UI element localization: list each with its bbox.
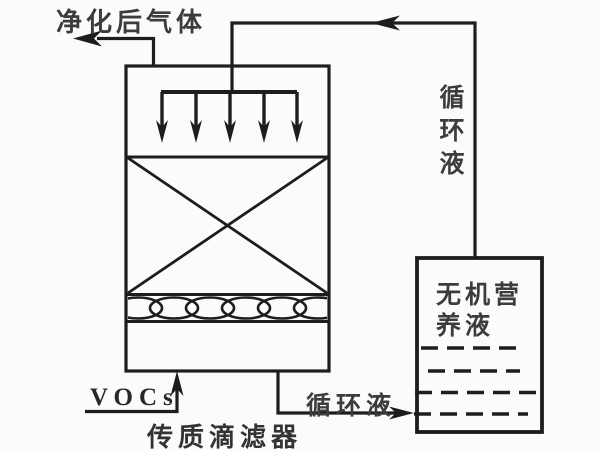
flow-arrow-right-icon xyxy=(389,406,414,420)
packing-x-braces xyxy=(127,156,328,295)
purified-gas-outlet-pipe xyxy=(97,36,156,66)
flow-arrow-left-icon xyxy=(371,15,400,31)
nutrient-tank xyxy=(415,256,544,434)
nutrient-solution-label: 无机营养液 xyxy=(436,281,524,340)
recirculation-bottom-pipe xyxy=(276,371,403,415)
filter-name-label: 传质滴滤器 xyxy=(147,422,303,450)
purified-gas-label: 净化后气体 xyxy=(56,7,207,37)
vocs-inlet-label: VOCs xyxy=(90,384,179,411)
circulating-liquid-right-label: 循环液 xyxy=(436,84,464,183)
spray-arrow-stems xyxy=(160,92,299,128)
vocs-inlet-pipe xyxy=(85,378,179,414)
recirculation-top-pipe xyxy=(230,21,477,257)
liquid-level-dashes xyxy=(414,346,537,416)
circulating-liquid-bottom-label: 循环液 xyxy=(306,392,397,420)
tower-vessel xyxy=(124,64,331,373)
support-ellipse-layer xyxy=(128,296,327,320)
spray-arrow-down-icons xyxy=(156,120,303,143)
purified-gas-arrow-left-icon xyxy=(73,30,102,47)
vocs-arrow-up-icon xyxy=(170,371,184,396)
